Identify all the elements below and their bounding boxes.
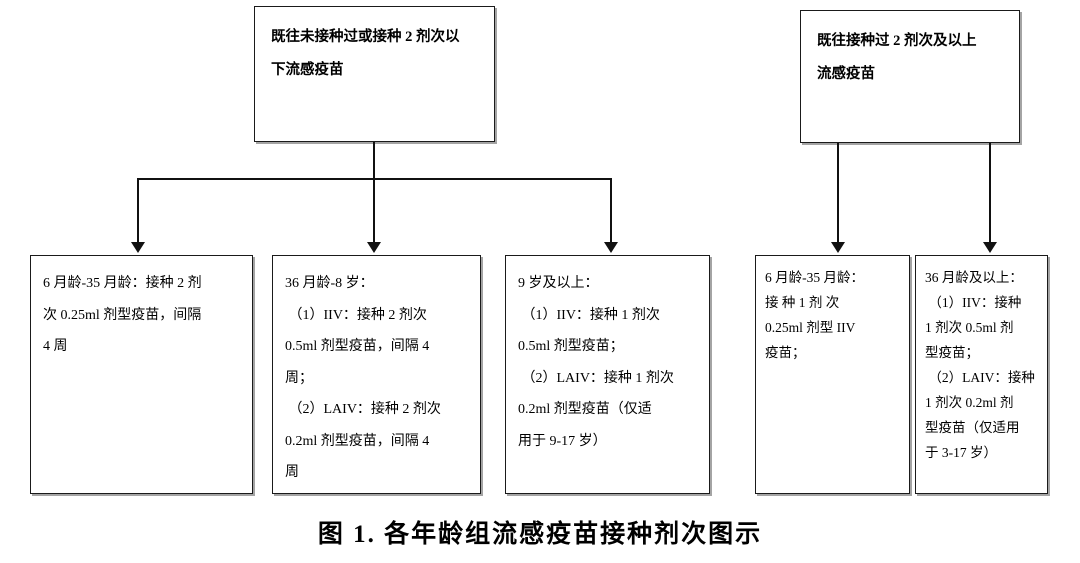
- parent-box-vaccinated-label: 既往接种过 2 剂次及以上 流感疫苗: [817, 33, 977, 82]
- child-box-9y-plus-label: 9 岁及以上： （1）IIV：接种 1 剂次 0.5ml 剂型疫苗； （2）LA…: [518, 276, 674, 449]
- arrowhead-right-1: [831, 242, 845, 253]
- child-box-36m-8y-label: 36 月龄-8 岁： （1）IIV：接种 2 剂次 0.5ml 剂型疫苗，间隔 …: [285, 276, 441, 480]
- connector-stem-left: [373, 142, 375, 178]
- arrowhead-left-1: [131, 242, 145, 253]
- connector-drop-left-1: [137, 178, 139, 244]
- child-box-36m-plus-label: 36 月龄及以上： （1）IIV：接种 1 剂次 0.5ml 剂 型疫苗； （2…: [925, 270, 1035, 460]
- child-box-6m-35m-iiv-label: 6 月龄-35 月龄： 接 种 1 剂 次 0.25ml 剂型 IIV 疫苗；: [765, 270, 864, 360]
- connector-drop-left-3: [610, 178, 612, 244]
- arrowhead-right-2: [983, 242, 997, 253]
- child-box-9y-plus: 9 岁及以上： （1）IIV：接种 1 剂次 0.5ml 剂型疫苗； （2）LA…: [505, 255, 710, 494]
- arrowhead-left-3: [604, 242, 618, 253]
- arrowhead-left-2: [367, 242, 381, 253]
- connector-drop-right-1: [837, 143, 839, 244]
- connector-drop-right-2: [989, 143, 991, 244]
- child-box-36m-8y: 36 月龄-8 岁： （1）IIV：接种 2 剂次 0.5ml 剂型疫苗，间隔 …: [272, 255, 481, 494]
- parent-box-unvaccinated-label: 既往未接种过或接种 2 剂次以 下流感疫苗: [271, 29, 460, 78]
- child-box-6m-35m: 6 月龄-35 月龄：接种 2 剂 次 0.25ml 剂型疫苗，间隔 4 周: [30, 255, 253, 494]
- connector-drop-left-2: [373, 178, 375, 244]
- figure-caption: 图 1. 各年龄组流感疫苗接种剂次图示: [317, 521, 763, 548]
- child-box-6m-35m-iiv: 6 月龄-35 月龄： 接 种 1 剂 次 0.25ml 剂型 IIV 疫苗；: [755, 255, 910, 494]
- parent-box-vaccinated: 既往接种过 2 剂次及以上 流感疫苗: [800, 10, 1020, 143]
- parent-box-unvaccinated: 既往未接种过或接种 2 剂次以 下流感疫苗: [254, 6, 495, 142]
- child-box-6m-35m-label: 6 月龄-35 月龄：接种 2 剂 次 0.25ml 剂型疫苗，间隔 4 周: [43, 276, 202, 354]
- child-box-36m-plus: 36 月龄及以上： （1）IIV：接种 1 剂次 0.5ml 剂 型疫苗； （2…: [915, 255, 1048, 494]
